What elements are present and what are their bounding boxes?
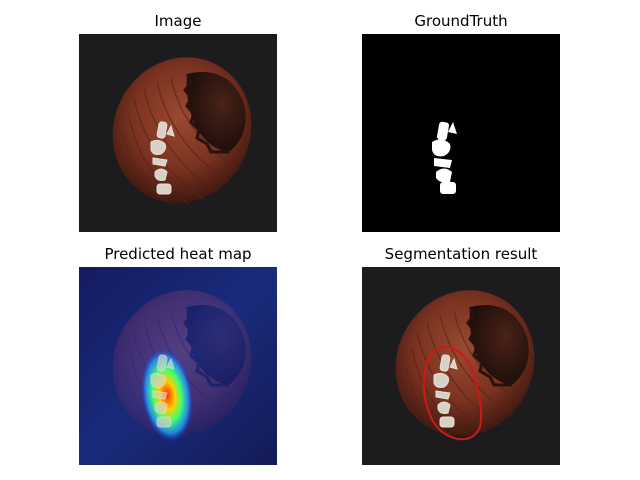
ground-truth-mask: [362, 34, 560, 232]
ground-truth-panel-title: GroundTruth: [414, 12, 508, 30]
image-panel-title: Image: [154, 12, 202, 30]
predicted-heat-map: [79, 267, 277, 465]
segmentation-result: [362, 267, 560, 465]
heat-map-panel-title: Predicted heat map: [104, 245, 252, 263]
segmentation-panel-title: Segmentation result: [384, 245, 538, 263]
original-image: [79, 34, 277, 232]
segmentation-contour: [422, 345, 483, 441]
